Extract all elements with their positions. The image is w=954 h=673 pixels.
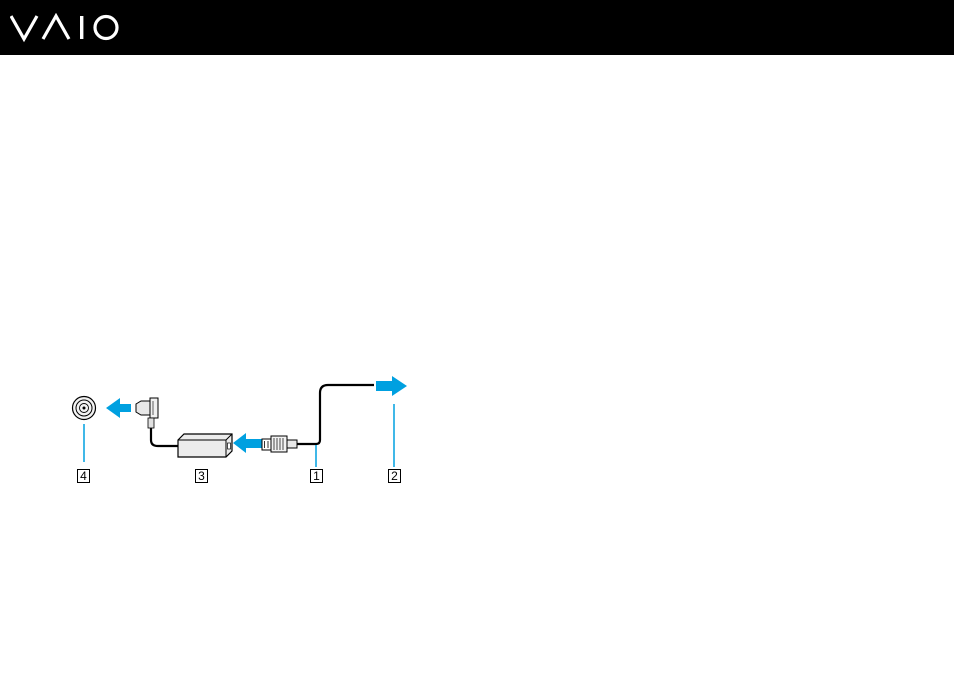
dc-in-port-icon	[73, 397, 96, 420]
callout-4: 4	[77, 469, 90, 483]
arrow-to-ac-outlet	[376, 376, 407, 396]
arrow-to-adapter	[233, 433, 262, 453]
dc-plug-icon	[136, 398, 158, 428]
dc-cable	[151, 428, 178, 446]
ac-adapter-icon	[178, 434, 232, 457]
callout-2: 2	[388, 469, 401, 483]
power-cord	[297, 385, 374, 444]
arrow-to-dc-in	[106, 398, 131, 418]
callout-3: 3	[195, 469, 208, 483]
power-cord-plug-icon	[262, 436, 297, 452]
callout-1: 1	[310, 469, 323, 483]
